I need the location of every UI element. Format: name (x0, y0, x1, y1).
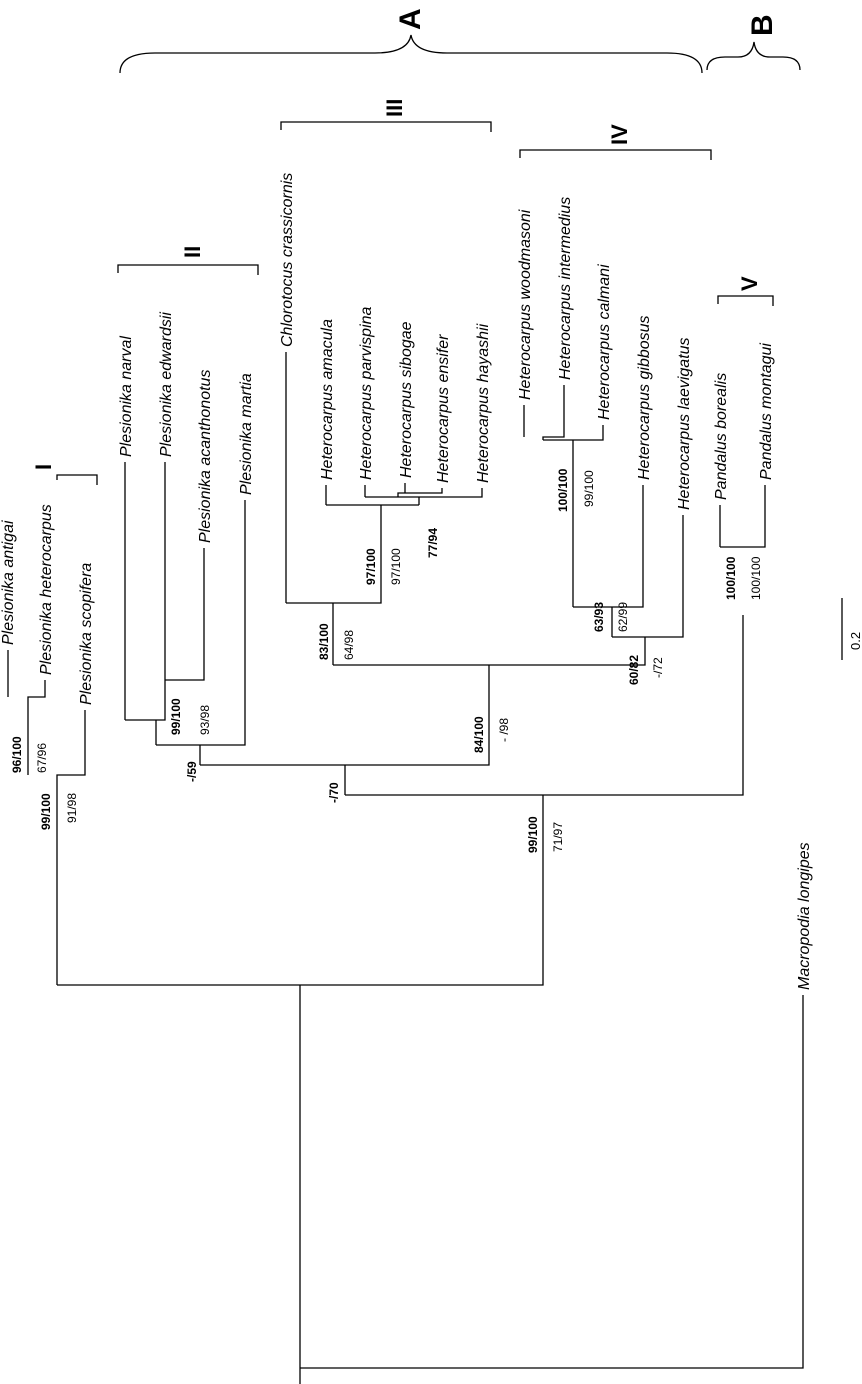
branch-node-59 (200, 665, 490, 766)
support-n10-a: 60/82 (627, 655, 641, 685)
support-n11-b: - /98 (497, 718, 511, 742)
taxon-macropodia-longipes: Macropodia longipes (796, 842, 813, 990)
taxon-heterocarpus-gibbosus: Heterocarpus gibbosus (636, 315, 653, 480)
label-clade-II: II (180, 246, 205, 258)
taxon-plesionika-scopifera: Plesionika scopifera (78, 563, 95, 705)
brace-B (706, 41, 801, 71)
support-n3-a: 99/100 (169, 698, 183, 735)
taxon-heterocarpus-ensifer: Heterocarpus ensifer (435, 334, 452, 483)
support-n1-a: 96/100 (10, 736, 24, 773)
branch-gibbosus-node (573, 485, 644, 608)
branch-edwardsii-acanthonotus (165, 548, 205, 681)
taxon-heterocarpus-intermedius: Heterocarpus intermedius (557, 197, 574, 380)
brace-A (119, 34, 703, 74)
taxon-heterocarpus-calmani: Heterocarpus calmani (596, 264, 613, 420)
support-n11-a: 84/100 (472, 716, 486, 753)
support-n14-a: 99/100 (526, 816, 540, 853)
branch-woodmasoni-calmani (543, 425, 604, 441)
support-n13-a: -/70 (327, 782, 341, 803)
scale-bar: 0.2 (841, 598, 862, 660)
support-n3-b: 93/98 (198, 705, 212, 735)
taxon-heterocarpus-amacula: Heterocarpus amacula (319, 319, 336, 480)
taxon-pandalus-montagui: Pandalus montagui (758, 343, 775, 480)
label-clade-V: V (737, 276, 762, 291)
taxon-plesionika-edwardsii: Plesionika edwardsii (158, 312, 175, 457)
taxon-plesionika-martia: Plesionika martia (238, 373, 255, 495)
label-group-B: B (746, 14, 779, 36)
taxon-labels: Plesionika antigai Plesionika heterocarp… (0, 173, 813, 990)
support-n12-b: 100/100 (749, 556, 763, 600)
taxon-heterocarpus-laevigatus: Heterocarpus laevigatus (676, 337, 693, 510)
taxon-plesionika-narval: Plesionika narval (118, 336, 135, 457)
label-clade-III: III (382, 99, 407, 117)
branch-clade-V (720, 485, 766, 548)
scale-bar-label: 0.2 (848, 632, 862, 650)
taxon-plesionika-acanthonotus: Plesionika acanthonotus (197, 370, 214, 543)
taxon-heterocarpus-woodmasoni: Heterocarpus woodmasoni (517, 209, 534, 400)
taxon-plesionika-heterocarpus: Plesionika heterocarpus (38, 504, 55, 675)
support-n9-a: 63/93 (592, 602, 606, 632)
taxon-heterocarpus-hayashii: Heterocarpus hayashii (475, 323, 492, 483)
branch-hayashii-node (365, 488, 483, 498)
support-n1-b: 67/96 (35, 743, 49, 773)
label-clade-IV: IV (607, 124, 632, 145)
support-n2-b: 91/98 (65, 793, 79, 823)
taxon-chlorotocus-crassicornis: Chlorotocus crassicornis (279, 173, 296, 347)
support-n14-b: 71/97 (551, 822, 565, 852)
branch-sibogae-ensifer (397, 488, 443, 497)
label-clade-I: I (31, 464, 56, 470)
clade-brackets: I II III IV V A B (31, 8, 801, 485)
support-n2-a: 99/100 (39, 793, 53, 830)
bracket-clade-I (56, 474, 98, 485)
branch-narval-node (125, 680, 166, 721)
branch-clade-I (56, 710, 86, 985)
support-n8-a: 100/100 (556, 468, 570, 512)
support-n12-a: 100/100 (724, 556, 738, 600)
taxon-heterocarpus-parvispina: Heterocarpus parvispina (358, 306, 375, 480)
branch-clade-III (286, 505, 382, 604)
taxon-pandalus-borealis: Pandalus borealis (713, 373, 730, 500)
taxon-plesionika-antigai: Plesionika antigai (0, 520, 17, 645)
support-n5-a: 97/100 (364, 548, 378, 585)
branch-woodmasoni-intermedius (542, 385, 565, 440)
support-n7-a: 83/100 (317, 623, 331, 660)
branch-ingroup-split (57, 795, 544, 986)
support-n9-b: 62/99 (616, 602, 630, 632)
support-n6-a: 77/94 (426, 528, 440, 558)
support-n7-b: 64/98 (342, 630, 356, 660)
label-group-A: A (394, 8, 427, 30)
support-values: 96/100 67/96 99/100 91/98 99/100 93/98 -… (10, 468, 763, 853)
branch-node-84 (333, 637, 646, 666)
bracket-clade-V (717, 295, 774, 306)
support-n5-b: 97/100 (389, 548, 403, 585)
branch-node-70 (345, 615, 744, 796)
branch-antigai-heterocarpus (27, 680, 46, 775)
taxon-heterocarpus-sibogae: Heterocarpus sibogae (398, 321, 415, 478)
branch-clade-II-a (156, 500, 246, 746)
support-n10-b: -/72 (651, 657, 665, 678)
tree-branches (7, 352, 804, 1384)
bracket-clade-III (280, 121, 492, 132)
support-n4-a: -/59 (185, 761, 199, 782)
bracket-clade-II (117, 264, 259, 275)
bracket-clade-IV (519, 149, 712, 160)
branch-root-split (300, 995, 804, 1369)
support-n8-b: 99/100 (582, 470, 596, 507)
branch-clade-IV (612, 515, 684, 638)
